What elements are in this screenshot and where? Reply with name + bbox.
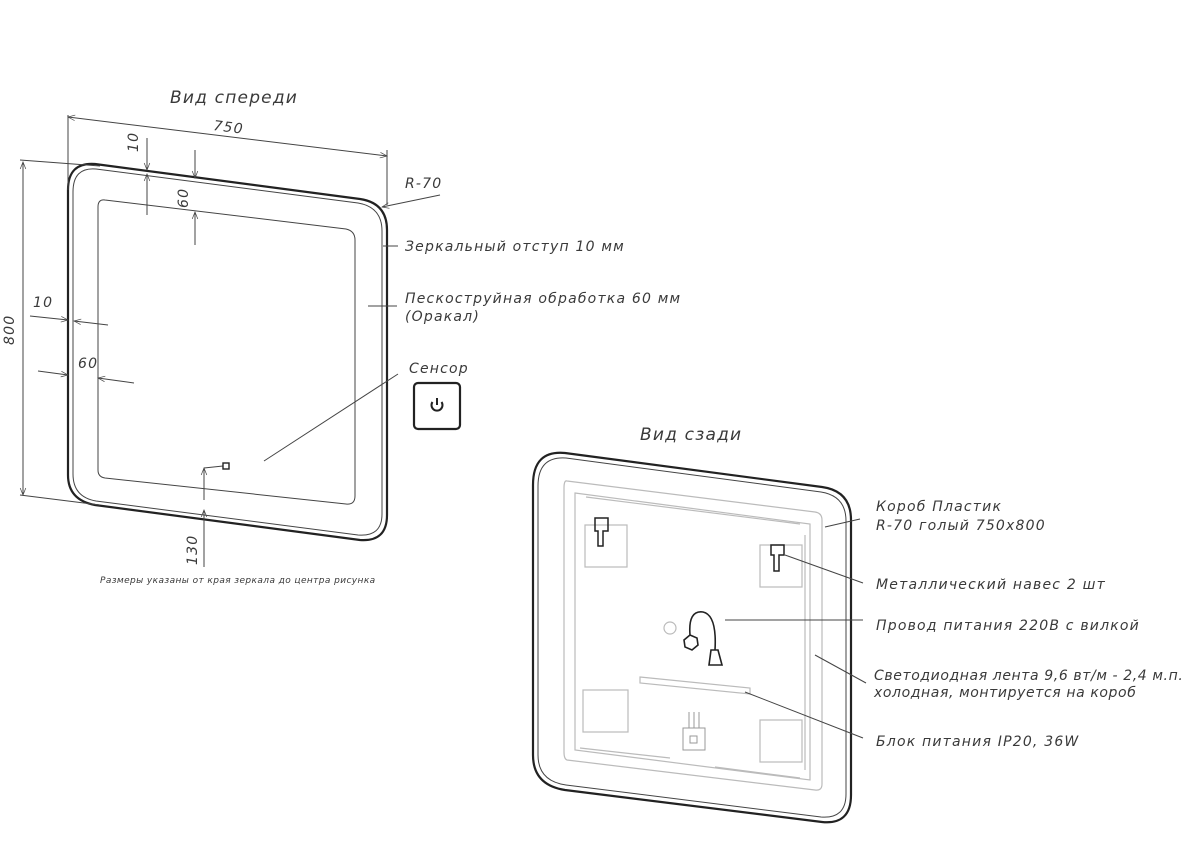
dim-left-sandblast: 60 [78, 356, 98, 372]
radius-label: R-70 [405, 176, 442, 192]
extension-line [203, 465, 224, 469]
mount-pad [759, 719, 803, 763]
dimension-line [97, 375, 135, 384]
footnote: Размеры указаны от края зеркала до центр… [100, 576, 376, 586]
led-strip-bottom [714, 766, 801, 779]
dimension-line [37, 370, 69, 378]
dimension-line [73, 318, 109, 326]
dim-height: 800 [2, 315, 18, 345]
mount-pad [582, 689, 629, 733]
sandblast-label: Пескоструйная обработка 60 мм [405, 291, 681, 307]
dimension-line [29, 315, 69, 323]
power-cable-icon [683, 611, 724, 666]
box-label-spec: R-70 голый 750x800 [876, 518, 1046, 534]
leader-line [744, 691, 864, 739]
psu-label: Блок питания IP20, 36W [876, 734, 1079, 750]
plastic-box [563, 480, 823, 791]
sandblast-area [97, 199, 356, 505]
mirror-outline [66, 162, 389, 542]
front-view: Вид спереди 750 800 10 60 10 60 130 [2, 88, 681, 586]
dim-width: 750 [213, 118, 245, 138]
cable-label: Провод питания 220В с вилкой [876, 618, 1140, 634]
dimension-line-width [67, 114, 388, 159]
led-label: Светодиодная лента 9,6 вт/м - 2,4 м.п. [874, 668, 1183, 684]
led-strip-bottom [579, 747, 671, 759]
leader-line [824, 518, 861, 528]
back-view-title: Вид сзади [640, 425, 742, 445]
hanger-label: Металлический навес 2 шт [876, 577, 1106, 593]
sensor-button-illustration [412, 381, 462, 431]
front-view-title: Вид спереди [170, 88, 298, 108]
sensor-marker-icon [222, 462, 230, 470]
dim-top-sandblast: 60 [176, 188, 192, 208]
led-profile [639, 676, 751, 695]
leader-line [263, 373, 399, 462]
leader-line [784, 554, 864, 584]
hanger-icon [594, 517, 785, 572]
sensor-label: Сенсор [409, 361, 469, 377]
mirror-edge [72, 168, 383, 536]
power-icon [430, 398, 444, 412]
led-label-note: холодная, монтируется на короб [873, 685, 1136, 701]
back-view: Вид сзади Кор [531, 425, 1183, 824]
power-supply-icon [682, 712, 706, 751]
dim-left-offset: 10 [33, 295, 53, 311]
mount-pad [584, 524, 628, 568]
leader-line [814, 654, 867, 684]
extension-line [19, 494, 101, 506]
extension-line [19, 159, 101, 167]
dim-top-offset: 10 [126, 132, 142, 152]
plastic-box-inner [574, 492, 811, 781]
mirror-offset-label: Зеркальный отступ 10 мм [405, 239, 625, 255]
leader-line [381, 194, 441, 209]
box-label: Короб Пластик [876, 499, 1002, 515]
bulb-icon [663, 621, 677, 635]
dim-sensor: 130 [185, 535, 201, 565]
sandblast-label-note: (Оракал) [405, 309, 480, 325]
led-strip-top [585, 496, 801, 525]
back-outline [531, 451, 853, 824]
mount-pad [759, 544, 803, 588]
back-edge [537, 457, 847, 818]
